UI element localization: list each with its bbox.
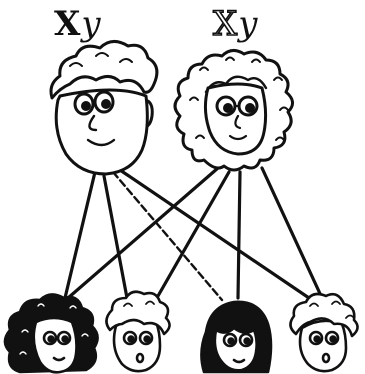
line-mother-to-child-3 <box>238 172 240 298</box>
child-1-daughter-dark-hair <box>5 294 98 372</box>
child-2-mouth <box>137 354 143 362</box>
father-figure <box>51 41 157 174</box>
child-1-left-pupil <box>49 337 54 342</box>
father-right-pupil <box>103 101 110 108</box>
mother-figure <box>175 50 293 170</box>
child-4-right-pupil <box>331 337 336 342</box>
line-father-to-child-4 <box>120 170 312 300</box>
child-2-right-pupil <box>145 337 150 342</box>
child-1-face <box>34 318 77 372</box>
child-4-left-pupil <box>315 337 320 342</box>
child-1-right-pupil <box>63 337 68 342</box>
inheritance-lines <box>65 168 322 300</box>
child-2-face <box>114 319 160 371</box>
child-4-son-light-curly-hair <box>290 294 357 371</box>
child-4-face <box>300 321 346 371</box>
line-mother-to-child-4 <box>262 168 322 298</box>
child-4-mouth <box>323 354 329 362</box>
child-2-son-light-hair <box>106 292 169 371</box>
child-3-daughter-dark-hair <box>201 302 271 372</box>
child-3-left-pupil <box>229 339 234 344</box>
mother-left-pupil <box>225 105 232 112</box>
line-father-to-child-2 <box>104 176 127 298</box>
child-2-left-pupil <box>129 337 134 342</box>
child-3-right-pupil <box>245 339 250 344</box>
mother-right-pupil <box>247 105 254 112</box>
father-left-pupil <box>83 103 90 110</box>
